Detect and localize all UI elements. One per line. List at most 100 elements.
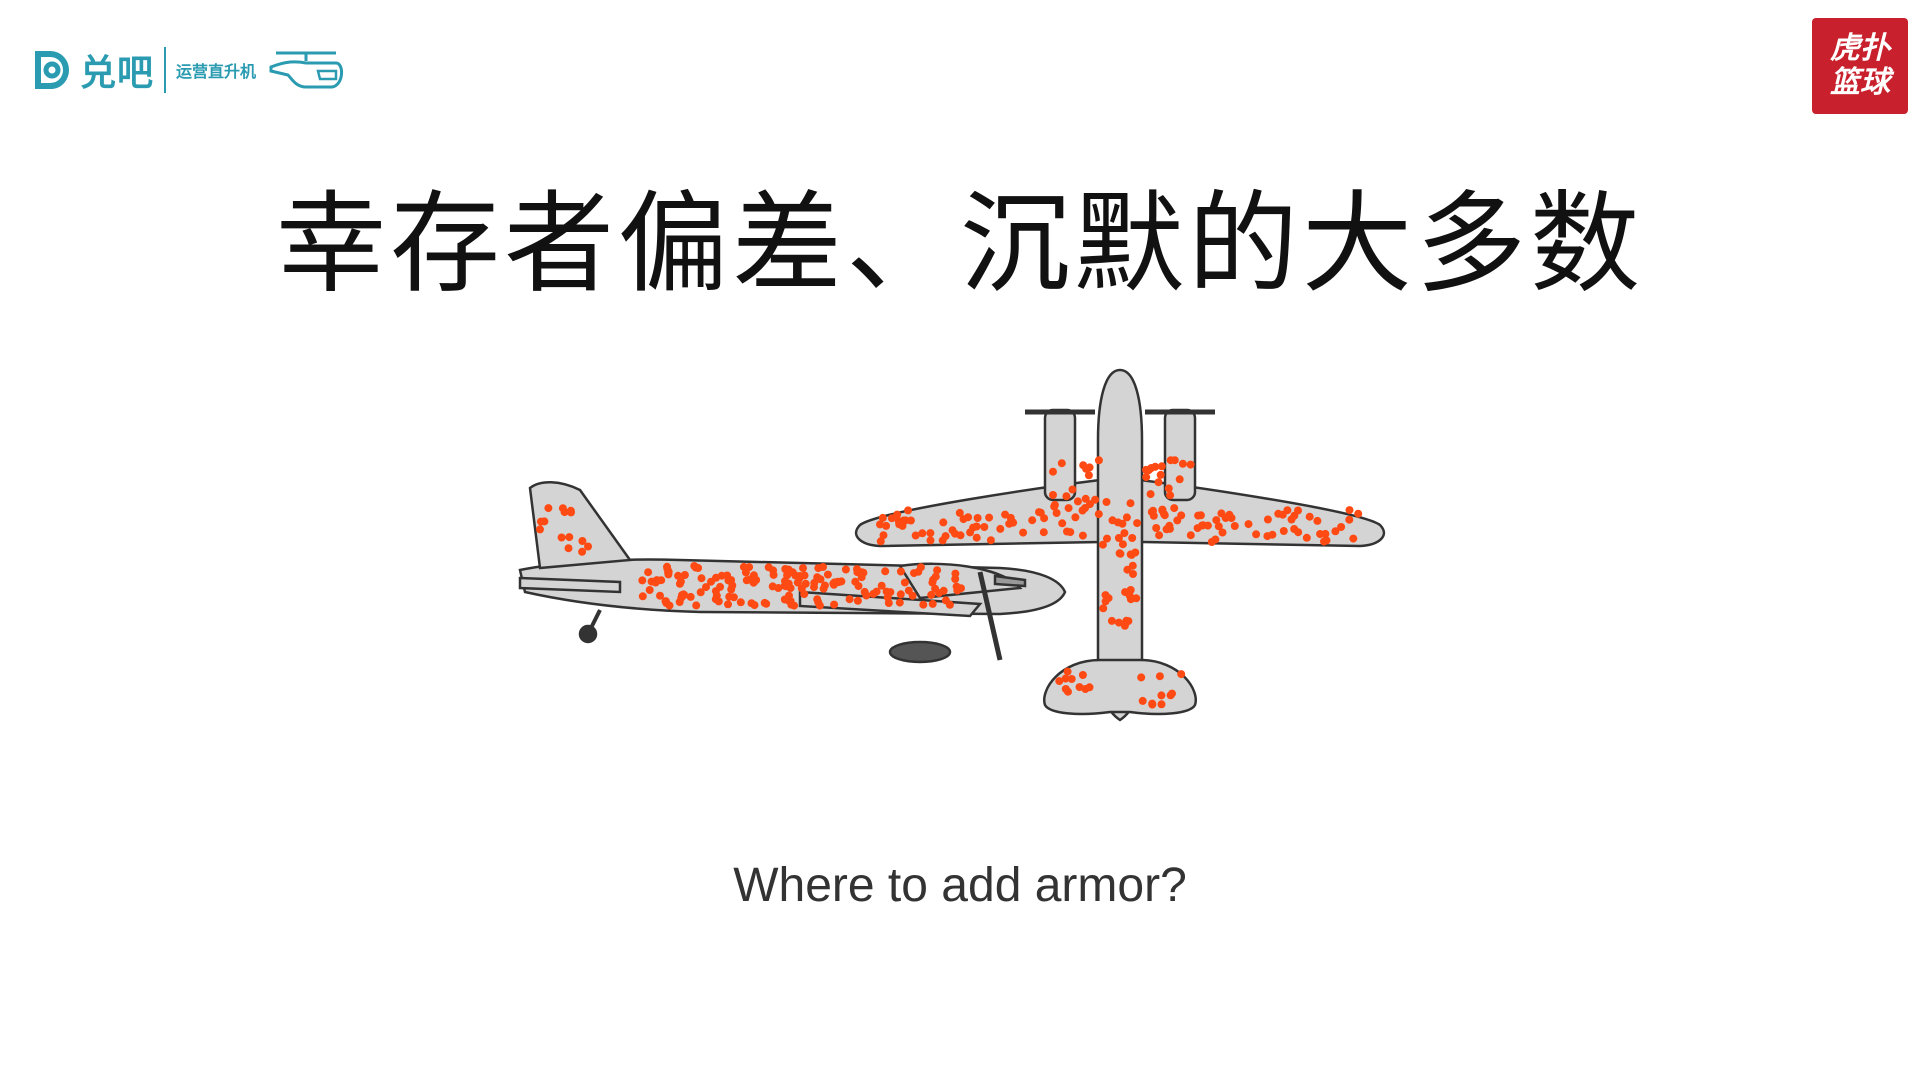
bullet-hit-mark (1094, 456, 1103, 465)
bullet-hit-mark (851, 577, 860, 586)
bullet-hit-mark (895, 598, 904, 607)
bullet-hit-mark (893, 510, 902, 519)
bullet-hit-mark (1073, 497, 1082, 506)
bullet-hit-mark (882, 521, 891, 530)
bullet-hit-mark (786, 584, 795, 593)
bullet-hit-mark (1144, 466, 1153, 475)
bullet-hit-mark (784, 596, 793, 605)
bullet-hit-mark (1123, 565, 1132, 574)
bullet-hit-mark (823, 570, 832, 579)
bullet-hit-mark (741, 568, 750, 577)
bullet-hit-mark (566, 506, 575, 515)
duiba-brand-text: 兑吧 (80, 53, 155, 94)
survivorship-bias-airplane-diagram (518, 368, 1386, 722)
bullet-hit-mark (1186, 460, 1195, 469)
page-title: 幸存者偏差、沉默的大多数 (276, 179, 1644, 308)
bullet-hit-mark (697, 574, 706, 583)
bullet-hit-mark (1162, 525, 1171, 534)
bullet-hit-mark (717, 571, 726, 580)
bullet-hit-mark (1156, 470, 1165, 479)
bullet-hit-mark (1203, 521, 1212, 530)
bullet-hit-mark (1118, 540, 1127, 549)
bullet-hit-mark (810, 583, 818, 592)
bullet-hit-mark (1166, 691, 1175, 700)
bullet-hit-mark (690, 562, 699, 570)
bullet-hit-mark (1039, 528, 1048, 537)
bullet-hit-mark (1138, 696, 1147, 705)
bullet-hit-mark (1055, 677, 1064, 686)
bullet-hit-mark (1061, 674, 1070, 683)
hupu-logo-line1: 虎扑 (1830, 31, 1890, 66)
bullet-hit-mark (1217, 509, 1226, 518)
side-horizontal-stabilizer (518, 576, 622, 594)
bullet-hit-mark (1212, 516, 1221, 525)
bullet-hit-mark (1120, 529, 1129, 538)
bullet-hit-mark (813, 573, 822, 582)
bullet-hit-mark (1082, 464, 1091, 473)
side-main-gear (888, 640, 952, 664)
bullet-hit-mark (696, 588, 705, 597)
bullet-hit-mark (1063, 667, 1072, 676)
bullet-hit-mark (1098, 540, 1107, 549)
bullet-hit-mark (904, 506, 913, 515)
bullet-hit-mark (1078, 506, 1087, 515)
bullet-hit-mark (1331, 527, 1340, 536)
bullet-hit-mark (900, 578, 909, 587)
hupu-basketball-logo: 虎扑 篮球 (1812, 18, 1908, 114)
bullet-hit-mark (1107, 616, 1116, 625)
bullet-hit-mark (1175, 475, 1184, 484)
bullet-hit-mark (1148, 700, 1157, 709)
bullet-hit-mark (1302, 533, 1311, 542)
bullet-hit-mark (1127, 550, 1136, 559)
bullet-hit-mark (652, 576, 661, 585)
bullet-hit-mark (1133, 519, 1142, 528)
side-propeller (977, 571, 1003, 661)
bullet-hit-mark (716, 582, 725, 591)
bullet-hit-mark (781, 577, 789, 586)
bullet-hit-mark (1102, 498, 1111, 506)
bullet-hit-mark (795, 574, 804, 583)
bullet-hit-mark (859, 568, 868, 577)
bullet-hit-mark (1244, 520, 1253, 529)
bullet-hit-mark (910, 569, 918, 578)
bullet-hit-mark (985, 513, 994, 522)
bullet-hit-mark (1078, 531, 1087, 540)
bullet-hit-mark (911, 531, 920, 540)
bullet-hit-mark (1321, 529, 1330, 538)
bullet-hit-mark (877, 581, 886, 590)
bullet-hit-mark (536, 525, 544, 534)
bullet-hit-mark (764, 563, 773, 572)
bullet-hit-mark (879, 531, 888, 540)
helicopter-icon (269, 51, 344, 89)
bullet-hit-mark (1157, 700, 1166, 709)
bullet-hit-mark (1062, 492, 1071, 501)
bullet-hit-mark (1101, 597, 1110, 606)
bullet-hit-mark (736, 598, 745, 607)
bullet-hit-mark (1345, 515, 1354, 524)
bullet-hit-mark (918, 529, 927, 538)
bullet-hit-mark (1170, 504, 1179, 513)
bullet-hit-mark (895, 520, 904, 529)
bullet-hit-mark (1178, 459, 1187, 468)
bullet-hit-mark (1078, 671, 1087, 679)
side-tail-fin (528, 481, 633, 570)
bullet-hit-mark (1103, 534, 1111, 543)
bullet-hit-mark (929, 575, 938, 584)
bullet-hit-mark (845, 595, 854, 604)
bullet-hit-mark (939, 586, 948, 595)
bullet-hit-mark (578, 547, 587, 556)
bullet-hit-mark (948, 526, 957, 535)
bullet-hit-mark (1290, 525, 1299, 533)
bullet-hit-mark (1125, 591, 1134, 600)
bullet-hit-mark (980, 523, 989, 531)
bullet-hit-mark (1157, 462, 1166, 471)
bullet-hit-mark (1155, 672, 1164, 681)
bullet-hit-mark (959, 515, 968, 524)
bullet-hit-mark (1177, 670, 1186, 679)
bullet-hit-mark (1155, 531, 1164, 540)
bullet-hit-mark (727, 576, 736, 585)
bullet-hit-mark (956, 531, 965, 540)
side-cockpit-windows (993, 574, 1027, 588)
bullet-hit-mark (801, 579, 810, 588)
bullet-hit-mark (1067, 675, 1076, 683)
